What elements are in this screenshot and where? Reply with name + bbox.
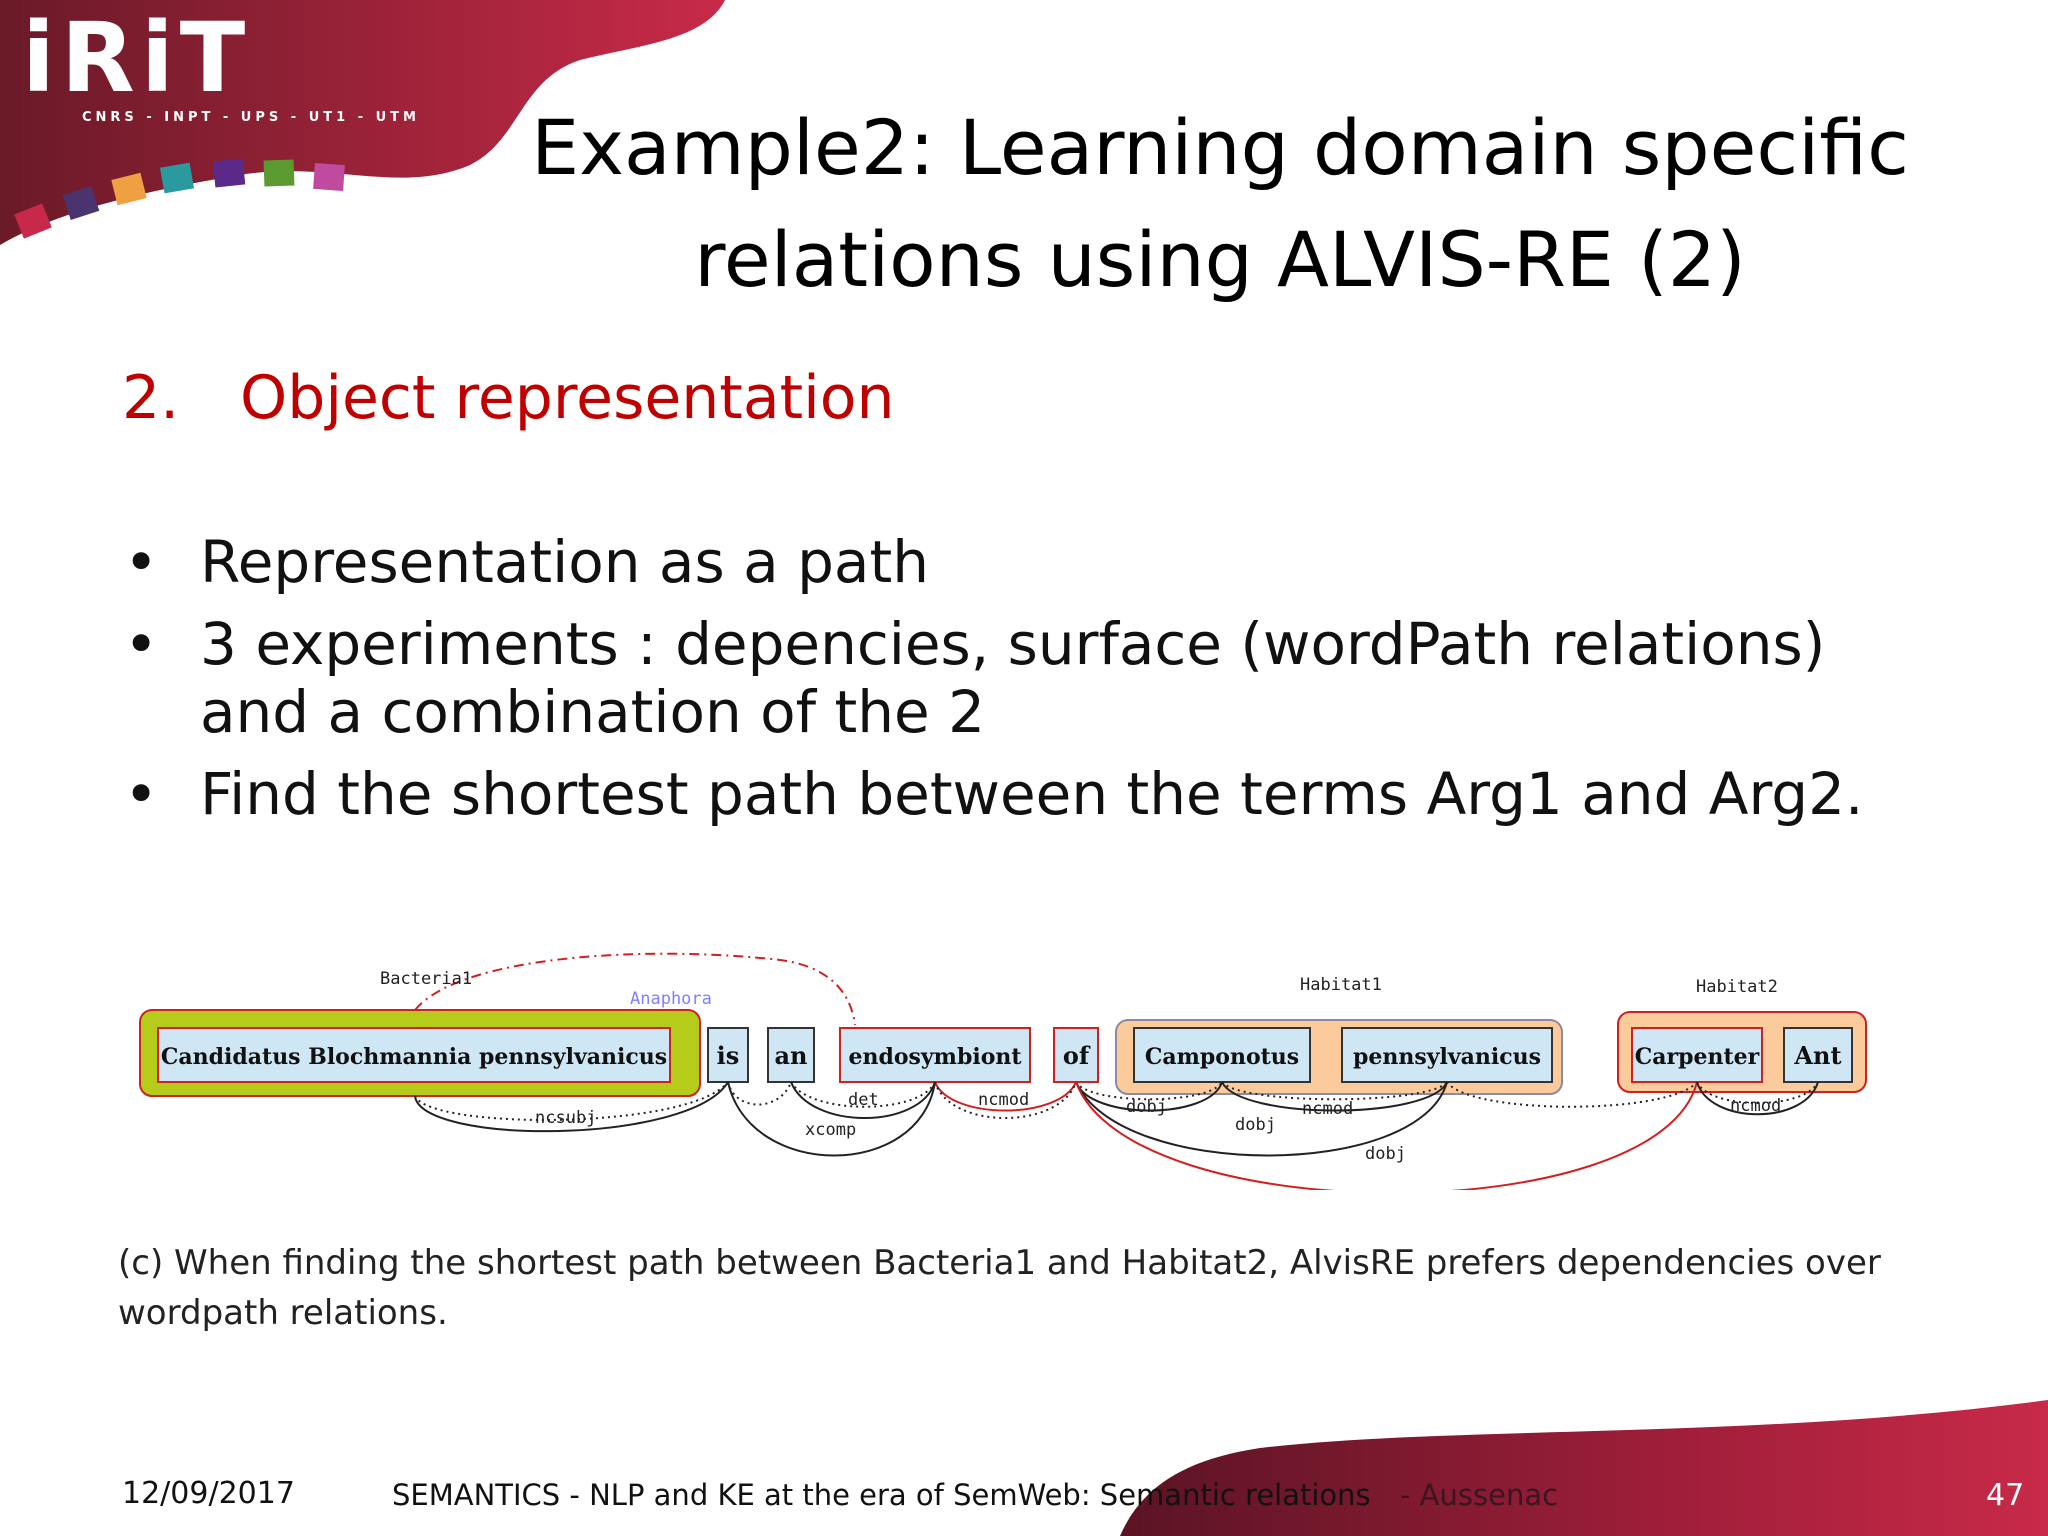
edge-label-ncmod: ncmod [1302, 1099, 1353, 1119]
dep-arc [727, 1081, 792, 1106]
edge-label-dobj: dobj [1126, 1097, 1167, 1117]
edge-label-det: det [848, 1090, 879, 1110]
footer-background [1120, 1400, 2048, 1536]
bullet-dot-icon: • [124, 528, 159, 596]
label-habitat2: Habitat2 [1696, 977, 1778, 997]
bullet-item: • 3 experiments : depencies, surface (wor… [118, 610, 1938, 746]
bullet-item: • Representation as a path [118, 528, 1938, 596]
edge-label-dobj: dobj [1365, 1144, 1406, 1164]
section-heading: 2. Object representation [122, 358, 895, 438]
bullet-dot-icon: • [124, 610, 159, 678]
bullet-list: • Representation as a path • 3 experiments… [118, 528, 1938, 842]
edge-label-ncmod: ncmod [978, 1090, 1029, 1110]
dep-arc [1221, 1081, 1448, 1101]
label-bacteria1: Bacteria1 [380, 969, 472, 989]
token-is: is [717, 1041, 740, 1070]
label-habitat1: Habitat1 [1300, 975, 1382, 995]
figure-caption: (c) When finding the shortest path betwe… [118, 1243, 1881, 1333]
edge-label-ncmod: ncmod [1730, 1096, 1781, 1116]
token-box [839, 1027, 1031, 1083]
token-pennsylvanicus: pennsylvanicus [1353, 1044, 1541, 1070]
irit-logo-subtitle: CNRS - INPT - UPS - UT1 - UTM [82, 110, 420, 125]
dep-arc [1696, 1081, 1819, 1116]
footer-date: 12/09/2017 [122, 1476, 295, 1511]
dep-arc [414, 1081, 729, 1133]
footer-author: - Aussenac [1400, 1478, 1559, 1512]
token-camponotus: Camponotus [1145, 1044, 1299, 1070]
token-box [1783, 1027, 1853, 1083]
dep-arc [1696, 1081, 1819, 1104]
footer-title: SEMANTICS - NLP and KE at the era of Sem… [392, 1478, 1371, 1512]
dep-arc [934, 1081, 1077, 1112]
token-an: an [775, 1041, 808, 1070]
label-anaphora: Anaphora [630, 989, 712, 1009]
slide-title: Example2: Learning domain specific relat… [531, 103, 1909, 304]
edge-label-ncsubj: ncsubj [535, 1108, 596, 1128]
dep-arc [1075, 1081, 1223, 1112]
dep-arc [727, 1081, 936, 1157]
edge-label-dobj: dobj [1235, 1115, 1276, 1135]
logo-color-squares [14, 158, 345, 239]
token-of: of [1063, 1041, 1091, 1070]
token-box [1133, 1027, 1311, 1083]
token-box [1631, 1027, 1763, 1083]
bullet-dot-icon: • [124, 760, 159, 828]
section-number: 2. [122, 363, 180, 433]
dep-arc [790, 1081, 936, 1108]
irit-logo-wordmark: iRiT [22, 2, 252, 114]
dep-arc [934, 1081, 1077, 1119]
token-box [1053, 1027, 1099, 1083]
page-number: 47 [1986, 1478, 2025, 1513]
bullet-text: Find the shortest path between the terms… [200, 760, 1864, 828]
dep-arc [1075, 1081, 1223, 1101]
token-box [157, 1027, 671, 1083]
bullet-text: Representation as a path [200, 528, 929, 596]
token-endosymbiont: endosymbiont [848, 1044, 1022, 1070]
dep-arc [1221, 1081, 1448, 1112]
token-ant: Ant [1793, 1041, 1841, 1070]
dep-arc-red-path [1075, 1081, 1698, 1190]
bullet-item: • Find the shortest path between the term… [118, 760, 1938, 828]
edge-label-xcomp: xcomp [805, 1120, 856, 1140]
token-carpenter: Carpenter [1635, 1044, 1760, 1070]
section-text: Object representation [240, 363, 895, 433]
dependency-path-figure: Bacteria1 Anaphora Habitat1 Habitat2 Can… [139, 952, 1867, 1190]
dep-arc [414, 1081, 729, 1121]
irit-logo-background [0, 0, 725, 245]
token-candidatus: Candidatus Blochmannia pennsylvanicus [161, 1044, 667, 1070]
dep-arc [1075, 1081, 1448, 1157]
bullet-text: 3 experiments : depencies, surface (word… [200, 610, 1826, 746]
dep-arc [790, 1081, 936, 1119]
